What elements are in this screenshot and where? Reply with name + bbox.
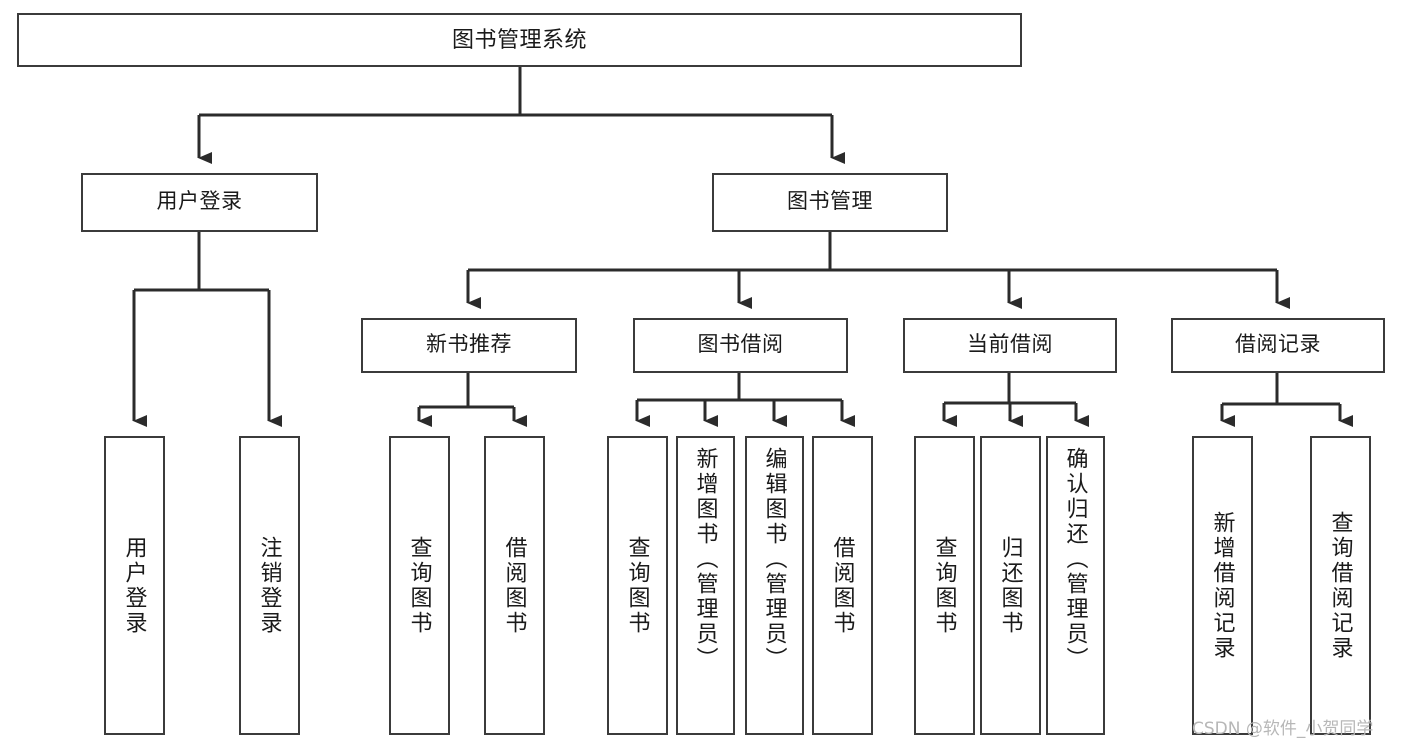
node-label: 借阅记录 — [1235, 333, 1321, 357]
leaf-current-query-book[interactable]: 查询图书 — [914, 436, 975, 735]
leaf-current-return-book[interactable]: 归还图书 — [980, 436, 1041, 735]
node-borrow-record[interactable]: 借阅记录 — [1171, 318, 1385, 373]
leaf-borrow-borrow-book[interactable]: 借阅图书 — [812, 436, 873, 735]
node-book-borrow[interactable]: 图书借阅 — [633, 318, 848, 373]
node-label: 确认归还（管理员） — [1063, 447, 1089, 672]
node-label: 新增借阅记录 — [1210, 510, 1236, 661]
node-new-book-recommend[interactable]: 新书推荐 — [361, 318, 577, 373]
node-label: 查询图书 — [407, 535, 433, 636]
node-label: 当前借阅 — [967, 333, 1053, 357]
leaf-record-query-record[interactable]: 查询借阅记录 — [1310, 436, 1371, 735]
leaf-borrow-query-book[interactable]: 查询图书 — [607, 436, 668, 735]
node-label: 借阅图书 — [830, 535, 856, 636]
leaf-recommend-borrow-book[interactable]: 借阅图书 — [484, 436, 545, 735]
leaf-recommend-query-book[interactable]: 查询图书 — [389, 436, 450, 735]
node-root-system[interactable]: 图书管理系统 — [17, 13, 1022, 67]
node-label: 图书管理系统 — [451, 27, 587, 53]
node-user-login[interactable]: 用户登录 — [81, 173, 318, 232]
node-current-borrow[interactable]: 当前借阅 — [903, 318, 1117, 373]
node-label: 图书借阅 — [697, 333, 784, 357]
node-label: 图书管理 — [787, 190, 873, 214]
node-label: 注销登录 — [257, 535, 283, 636]
node-label: 新增图书（管理员） — [693, 447, 719, 672]
leaf-user-login-login[interactable]: 用户登录 — [104, 436, 165, 735]
leaf-user-login-logout[interactable]: 注销登录 — [239, 436, 300, 735]
node-label: 查询借阅记录 — [1328, 510, 1354, 661]
node-label: 借阅图书 — [502, 535, 528, 636]
node-label: 编辑图书（管理员） — [762, 447, 788, 672]
leaf-borrow-add-book-admin[interactable]: 新增图书（管理员） — [676, 436, 735, 735]
leaf-borrow-edit-book-admin[interactable]: 编辑图书（管理员） — [745, 436, 804, 735]
node-label: 归还图书 — [998, 535, 1024, 636]
node-label: 用户登录 — [156, 190, 243, 214]
node-book-management[interactable]: 图书管理 — [712, 173, 948, 232]
leaf-record-add-record[interactable]: 新增借阅记录 — [1192, 436, 1253, 735]
node-label: 查询图书 — [625, 535, 651, 636]
node-label: 查询图书 — [932, 535, 958, 636]
watermark-text: CSDN @软件_小贺同学 — [1192, 719, 1374, 739]
leaf-current-confirm-return-admin[interactable]: 确认归还（管理员） — [1046, 436, 1105, 735]
node-label: 用户登录 — [122, 535, 148, 636]
node-label: 新书推荐 — [426, 333, 512, 357]
